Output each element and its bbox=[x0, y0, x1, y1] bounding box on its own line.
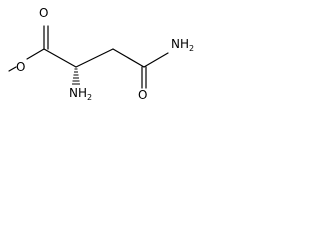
carbonyl-oxygen-label: O bbox=[39, 6, 48, 20]
bond-carbonyl-alpha bbox=[43, 48, 77, 68]
amide-oxygen-label: O bbox=[138, 88, 147, 102]
bonds bbox=[8, 25, 169, 89]
bond-alpha-ch2 bbox=[75, 48, 114, 68]
molecule-structure: O O O NH2 NH2 bbox=[8, 6, 194, 102]
bond-oxygen-carbonyl bbox=[26, 48, 45, 60]
alpha-amine-label: NH2 bbox=[69, 86, 92, 102]
molecule-canvas: O O O NH2 NH2 bbox=[0, 0, 204, 119]
hashed-wedge-bond bbox=[72, 68, 80, 85]
bond-amide-nitrogen bbox=[143, 52, 169, 68]
bond-ch2-amide bbox=[112, 48, 145, 68]
amide-nitrogen-label: NH2 bbox=[171, 37, 194, 53]
bond-methyl-oxygen bbox=[8, 66, 17, 72]
ester-oxygen-label: O bbox=[16, 60, 25, 74]
